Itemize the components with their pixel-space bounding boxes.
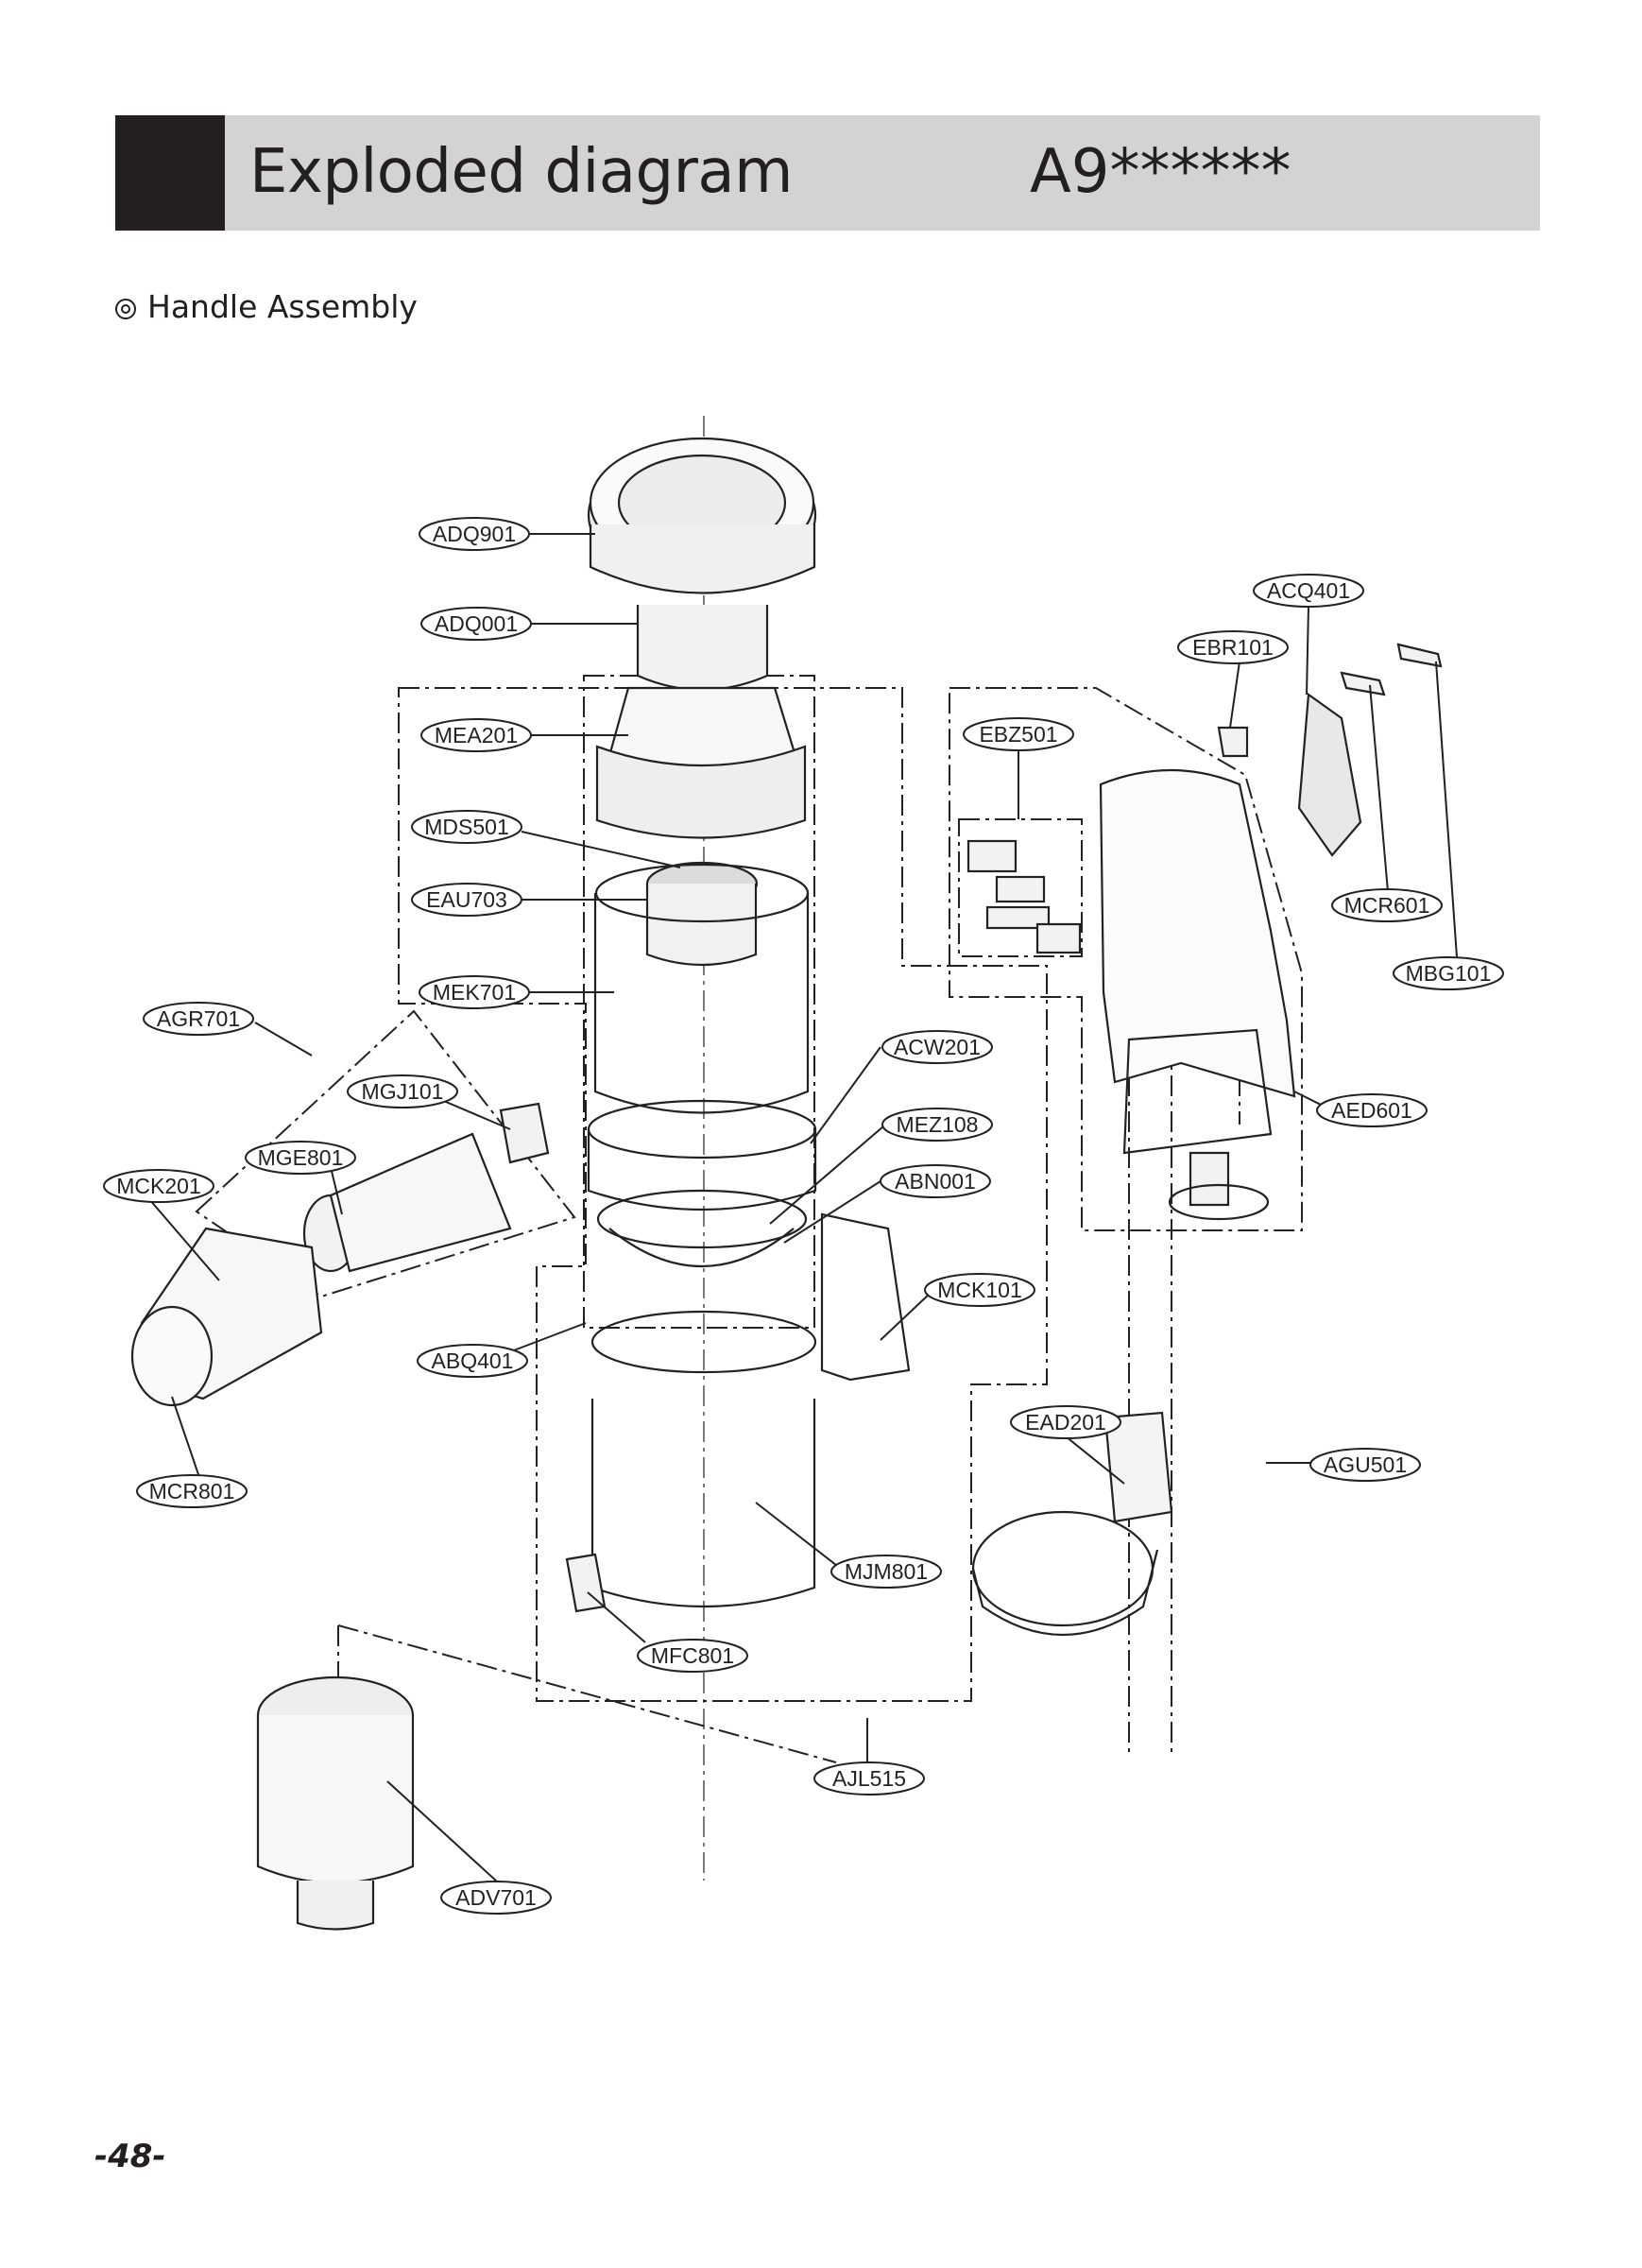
callout-label: AED601 xyxy=(1331,1098,1412,1123)
callout-label: MFC801 xyxy=(651,1643,734,1668)
callout-ajl515: AJL515 xyxy=(813,1761,925,1796)
callout-adq001: ADQ001 xyxy=(420,607,532,641)
callout-label: MDS501 xyxy=(424,815,508,839)
callout-label: MJM801 xyxy=(845,1559,928,1584)
callout-mek701: MEK701 xyxy=(419,975,530,1009)
callout-label: ACQ401 xyxy=(1267,578,1350,603)
callout-agr701: AGR701 xyxy=(143,1002,254,1036)
header-bar xyxy=(115,115,1540,231)
callout-mjm801: MJM801 xyxy=(830,1555,942,1589)
callout-label: MEK701 xyxy=(433,980,516,1005)
callout-ebr101: EBR101 xyxy=(1177,630,1289,664)
callout-acq401: ACQ401 xyxy=(1253,574,1364,608)
callout-abn001: ABN001 xyxy=(880,1164,991,1198)
callout-mds501: MDS501 xyxy=(411,810,522,844)
section-heading: Handle Assembly xyxy=(115,284,418,331)
callout-label: ADQ001 xyxy=(435,611,518,636)
callout-adq901: ADQ901 xyxy=(419,517,530,551)
double-circle-icon xyxy=(115,299,136,319)
section-title: Handle Assembly xyxy=(147,288,418,325)
model-number: A9****** xyxy=(1030,137,1291,207)
callout-mge801: MGE801 xyxy=(245,1141,356,1175)
callout-label: AJL515 xyxy=(832,1766,906,1791)
callout-label: MCK101 xyxy=(937,1278,1021,1302)
callout-adv701: ADV701 xyxy=(440,1881,552,1915)
callout-mfc801: MFC801 xyxy=(637,1639,748,1673)
callout-mea201: MEA201 xyxy=(420,718,532,752)
callout-ebz501: EBZ501 xyxy=(963,717,1074,751)
page-number: -48- xyxy=(94,2138,166,2175)
callout-label: MGJ101 xyxy=(362,1079,444,1104)
callout-mcr601: MCR601 xyxy=(1331,888,1443,922)
callout-label: EAD201 xyxy=(1025,1410,1106,1435)
callout-ead201: EAD201 xyxy=(1010,1405,1121,1439)
callout-label: MBG101 xyxy=(1406,961,1492,986)
callout-mbg101: MBG101 xyxy=(1393,956,1504,990)
callout-label: ACW201 xyxy=(894,1035,981,1059)
callout-agu501: AGU501 xyxy=(1309,1448,1421,1482)
callout-label: ABN001 xyxy=(895,1169,976,1194)
callout-label: MCK201 xyxy=(116,1174,200,1198)
callout-label: MCR601 xyxy=(1344,893,1430,918)
callout-label: ABQ401 xyxy=(432,1349,514,1373)
callout-abq401: ABQ401 xyxy=(417,1344,528,1378)
callout-label: EBR101 xyxy=(1192,635,1274,660)
callout-label: MGE801 xyxy=(258,1145,344,1170)
callout-mck101: MCK101 xyxy=(924,1273,1035,1307)
callout-eau703: EAU703 xyxy=(411,883,522,917)
page-title: Exploded diagram xyxy=(249,137,793,207)
callout-label: MEA201 xyxy=(435,723,518,747)
callout-label: AGR701 xyxy=(157,1006,240,1031)
callout-label: MEZ108 xyxy=(897,1112,979,1137)
callout-mez108: MEZ108 xyxy=(881,1108,993,1142)
callout-label: EAU703 xyxy=(426,887,507,912)
callout-acw201: ACW201 xyxy=(881,1030,993,1064)
callout-label: MCR801 xyxy=(149,1479,235,1503)
callout-mcr801: MCR801 xyxy=(136,1474,248,1508)
callout-mgj101: MGJ101 xyxy=(347,1074,458,1108)
callout-aed601: AED601 xyxy=(1316,1093,1428,1127)
callout-label: AGU501 xyxy=(1324,1452,1407,1477)
callout-label: ADV701 xyxy=(455,1885,537,1910)
callout-label: EBZ501 xyxy=(979,722,1057,747)
callout-label: ADQ901 xyxy=(433,522,516,546)
callout-mck201: MCK201 xyxy=(103,1169,214,1203)
header-accent-block xyxy=(115,115,225,231)
